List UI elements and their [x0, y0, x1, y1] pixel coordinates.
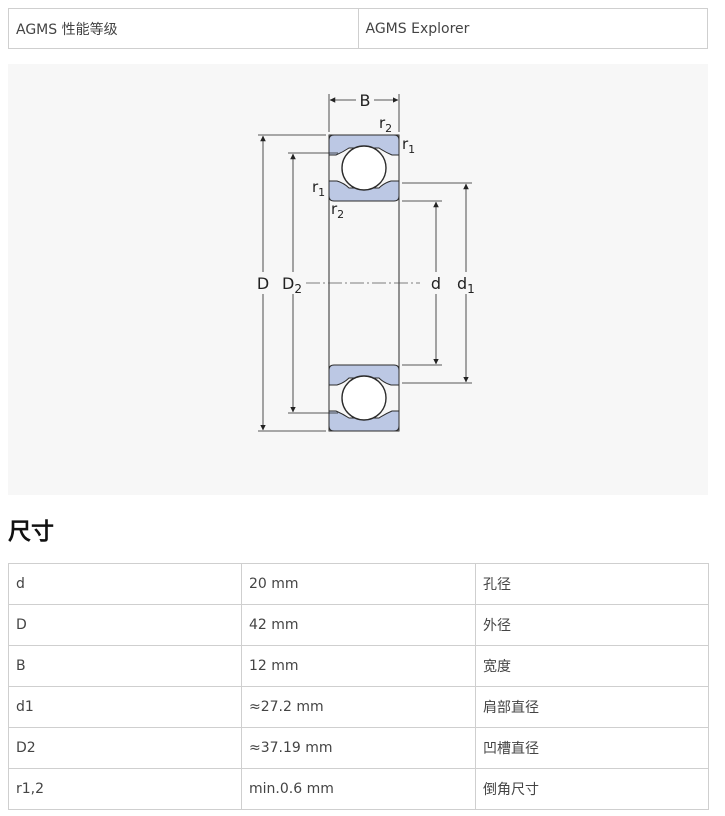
section-title-dimensions: 尺寸 — [8, 519, 54, 545]
bore-diameter-label: d — [431, 274, 441, 293]
bearing-cross-section: B D D2 d d1 r2 r1 r1 r2 — [257, 91, 475, 432]
chamfer-label-r1-inner: r1 — [312, 178, 325, 199]
description-cell: 凹槽直径 — [475, 727, 709, 769]
value-cell: 12 mm — [241, 645, 476, 687]
header-table: AGMS 性能等级 AGMS Explorer — [8, 8, 708, 49]
outer-diameter-label: D — [257, 274, 269, 293]
symbol-cell: d1 — [8, 686, 242, 728]
value-cell: 42 mm — [241, 604, 476, 646]
product-line-cell: AGMS Explorer — [357, 8, 708, 49]
symbol-cell: d — [8, 563, 242, 605]
performance-class-cell: AGMS 性能等级 — [8, 8, 359, 49]
value-cell: 20 mm — [241, 563, 476, 605]
table-row: B 12 mm 宽度 — [8, 645, 709, 687]
table-row: d1 ≈27.2 mm 肩部直径 — [8, 686, 709, 728]
description-cell: 肩部直径 — [475, 686, 709, 728]
symbol-cell: D2 — [8, 727, 242, 769]
value-cell: ≈37.19 mm — [241, 727, 476, 769]
chamfer-label-r1-top: r1 — [402, 135, 415, 156]
symbol-cell: B — [8, 645, 242, 687]
chamfer-label-r2-top: r2 — [379, 114, 392, 135]
b-label: B — [360, 91, 371, 110]
outer-ring-top — [328, 134, 400, 156]
inner-ring-bottom — [328, 364, 400, 386]
symbol-cell: r1,2 — [8, 768, 242, 810]
description-cell: 外径 — [475, 604, 709, 646]
outer-ring-bottom — [328, 410, 400, 432]
groove-diameter-label: D2 — [282, 274, 302, 296]
description-cell: 宽度 — [475, 645, 709, 687]
table-row: D 42 mm 外径 — [8, 604, 709, 646]
table-row: d 20 mm 孔径 — [8, 563, 709, 605]
description-cell: 倒角尺寸 — [475, 768, 709, 810]
dimensions-table: d 20 mm 孔径 D 42 mm 外径 B 12 mm 宽度 d1 ≈27.… — [8, 563, 709, 810]
inner-ring-top — [328, 180, 400, 202]
ball-bottom — [341, 375, 387, 421]
bearing-drawing: B D D2 d d1 r2 r1 r1 r2 — [8, 64, 708, 495]
description-cell: 孔径 — [475, 563, 709, 605]
chamfer-label-r2-inner: r2 — [331, 200, 344, 221]
ball-top — [341, 145, 387, 191]
header-row: AGMS 性能等级 AGMS Explorer — [8, 8, 708, 49]
table-row: D2 ≈37.19 mm 凹槽直径 — [8, 727, 709, 769]
value-cell: ≈27.2 mm — [241, 686, 476, 728]
symbol-cell: D — [8, 604, 242, 646]
table-row: r1,2 min.0.6 mm 倒角尺寸 — [8, 768, 709, 810]
value-cell: min.0.6 mm — [241, 768, 476, 810]
shoulder-diameter-label: d1 — [457, 274, 475, 296]
